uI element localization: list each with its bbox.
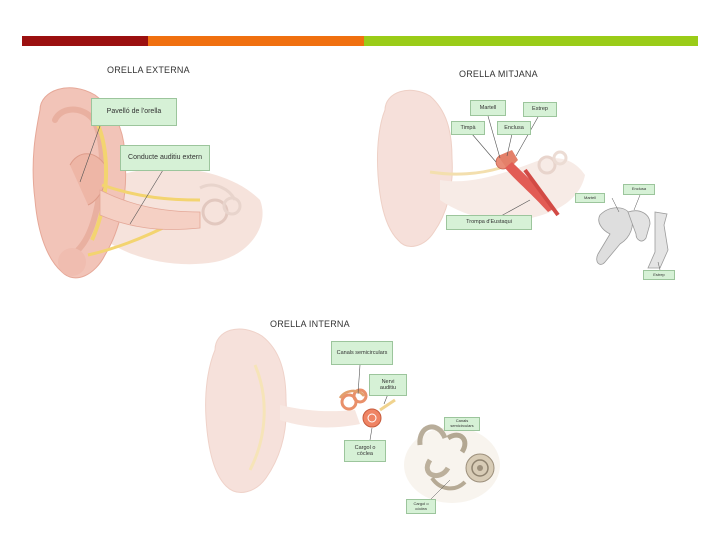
ossicle-label-enclusa: Enclusa — [623, 184, 655, 195]
label-canals: Canals semicirculars — [331, 341, 393, 365]
header-bar-orange — [148, 36, 364, 46]
label-pinna: Pavelló de l'orella — [91, 98, 177, 126]
internal-ear-title: ORELLA INTERNA — [270, 319, 350, 329]
label-trompa: Trompa d'Eustaqui — [446, 215, 532, 230]
header-bar-red — [22, 36, 148, 46]
detail-label-canals: Canals semicirculars — [444, 417, 480, 431]
ossicle-label-martell: Martell — [575, 193, 605, 203]
detail-label-cargol: Cargol o còclea — [406, 499, 436, 514]
ossicle-label-estrep: Estrep — [643, 270, 675, 280]
external-ear-title: ORELLA EXTERNA — [107, 65, 190, 75]
middle-ear-title: ORELLA MITJANA — [459, 69, 538, 79]
label-enclusa: Enclusa — [497, 121, 531, 135]
label-estrep: Estrep — [523, 102, 557, 117]
label-martell: Martell — [470, 100, 506, 116]
label-cargol: Cargol o còclea — [344, 440, 386, 462]
label-nervi: Nervi auditiu — [369, 374, 407, 396]
header-bar-green — [364, 36, 698, 46]
label-timpa: Timpà — [451, 121, 485, 135]
label-ear-canal: Conducte auditiu extern — [120, 145, 210, 171]
